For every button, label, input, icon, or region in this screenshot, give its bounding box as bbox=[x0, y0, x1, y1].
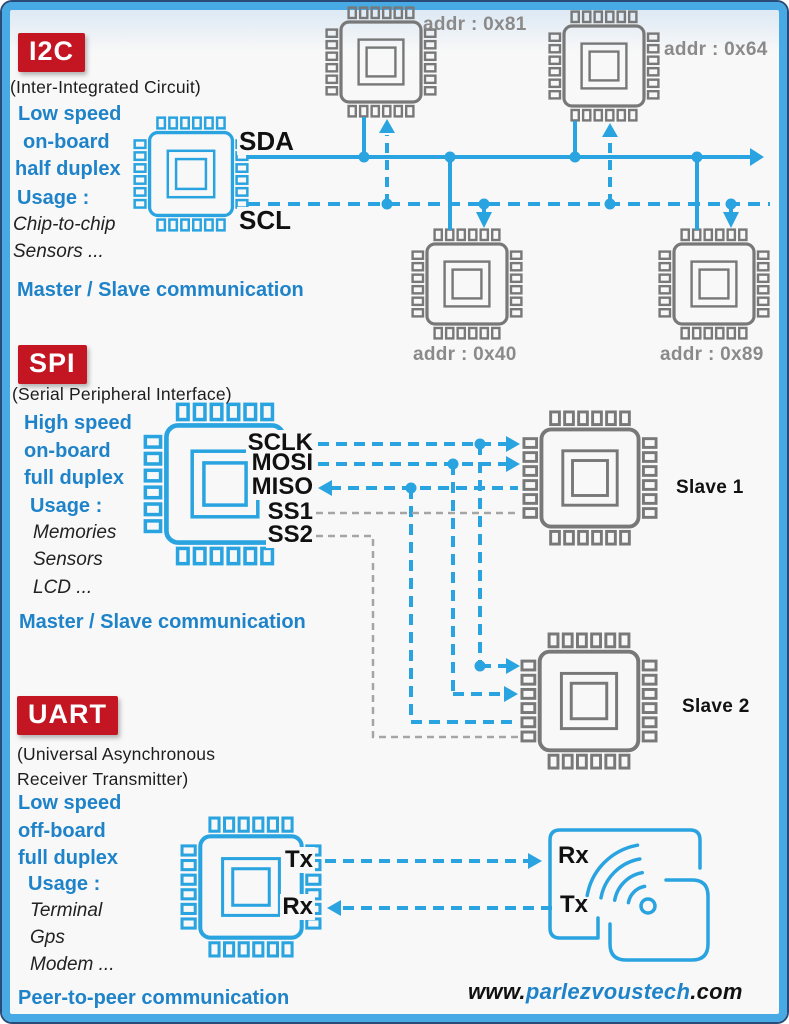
i2c-slave1-addr: addr : 0x81 bbox=[423, 14, 527, 35]
i2c-full-name: (Inter-Integrated Circuit) bbox=[10, 77, 201, 97]
spi-usage-label: Usage : bbox=[30, 495, 103, 517]
uart-wires bbox=[325, 859, 552, 910]
i2c-communication-note: Master / Slave communication bbox=[17, 279, 304, 301]
ss2-line bbox=[316, 534, 518, 739]
wifi-arc-3 bbox=[599, 857, 642, 900]
spi-slave2-chip-icon bbox=[520, 632, 658, 770]
uart-full-name-line1: (Universal Asynchronous bbox=[17, 744, 216, 764]
url-www: www. bbox=[468, 979, 526, 1004]
website-url: www.parlezvoustech.com bbox=[468, 979, 743, 1005]
spi-slave1-label: Slave 1 bbox=[676, 477, 744, 498]
ss2-signal-label: SS2 bbox=[265, 521, 315, 549]
wifi-module-icon bbox=[548, 828, 710, 962]
i2c-badge: I2C bbox=[18, 33, 86, 72]
uart-usage-item: Terminal bbox=[30, 900, 103, 921]
url-brand: parlezvoustech bbox=[525, 979, 691, 1004]
uart-master-tx-label: Tx bbox=[282, 846, 315, 874]
spi-communication-note: Master / Slave communication bbox=[19, 611, 306, 633]
i2c-slave2-chip-icon bbox=[548, 10, 660, 122]
i2c-trait-speed: Low speed bbox=[18, 103, 122, 125]
i2c-trait-duplex: half duplex bbox=[15, 158, 121, 180]
i2c-bus-wires bbox=[248, 117, 770, 230]
uart-communication-note: Peer-to-peer communication bbox=[18, 987, 290, 1009]
scl-signal-label: SCL bbox=[237, 205, 293, 235]
spi-slave1-chip-icon bbox=[522, 410, 658, 546]
wifi-arc-2 bbox=[612, 870, 644, 902]
i2c-slave4-chip-icon bbox=[658, 228, 770, 340]
uart-usage-item: Gps bbox=[30, 927, 65, 948]
i2c-slave3-chip-icon bbox=[411, 228, 523, 340]
uart-usage-label: Usage : bbox=[28, 873, 101, 895]
spi-trait-speed: High speed bbox=[24, 412, 132, 434]
spi-full-name: (Serial Peripheral Interface) bbox=[12, 384, 232, 404]
uart-trait-speed: Low speed bbox=[18, 792, 122, 814]
uart-trait-board: off-board bbox=[18, 820, 106, 842]
spi-ss-wires bbox=[316, 511, 520, 739]
i2c-slave2-addr: addr : 0x64 bbox=[664, 39, 768, 60]
wifi-arc-4 bbox=[585, 843, 640, 898]
wifi-arc-1 bbox=[626, 884, 647, 905]
i2c-master-chip-icon bbox=[133, 116, 249, 232]
module-tx-label: Tx bbox=[560, 891, 589, 918]
uart-master-rx-label: Rx bbox=[280, 893, 315, 921]
i2c-trait-board: on-board bbox=[23, 131, 110, 153]
wifi-dot bbox=[639, 897, 657, 915]
spi-arrowheads bbox=[318, 436, 520, 702]
spi-usage-item: Sensors bbox=[33, 549, 103, 570]
uart-badge: UART bbox=[17, 696, 118, 735]
spi-blue-wires bbox=[318, 442, 518, 724]
i2c-arrowheads bbox=[358, 119, 764, 228]
spi-trait-board: on-board bbox=[24, 440, 111, 462]
sda-signal-label: SDA bbox=[237, 126, 296, 156]
i2c-usage-item: Sensors ... bbox=[13, 241, 104, 262]
i2c-slave1-chip-icon bbox=[325, 6, 437, 118]
module-rx-label: Rx bbox=[558, 842, 589, 869]
uart-arrowheads bbox=[327, 853, 542, 916]
i2c-slave3-addr: addr : 0x40 bbox=[413, 344, 517, 365]
mosi-signal-label: MOSI bbox=[249, 449, 315, 477]
spi-badge: SPI bbox=[18, 345, 87, 384]
i2c-usage-label: Usage : bbox=[17, 187, 90, 209]
ss1-signal-label: SS1 bbox=[265, 498, 315, 526]
uart-trait-duplex: full duplex bbox=[18, 847, 118, 869]
spi-usage-item: LCD ... bbox=[33, 577, 93, 598]
i2c-slave4-addr: addr : 0x89 bbox=[660, 344, 764, 365]
uart-usage-item: Modem ... bbox=[30, 954, 115, 975]
miso-signal-label: MISO bbox=[249, 473, 315, 501]
url-com: .com bbox=[690, 979, 743, 1004]
uart-master-chip-icon bbox=[182, 818, 320, 956]
spi-usage-item: Memories bbox=[33, 522, 117, 543]
i2c-usage-item: Chip-to-chip bbox=[13, 214, 116, 235]
spi-slave2-label: Slave 2 bbox=[682, 696, 750, 717]
spi-trait-duplex: full duplex bbox=[24, 467, 124, 489]
uart-full-name-line2: Receiver Transmitter) bbox=[17, 769, 189, 789]
